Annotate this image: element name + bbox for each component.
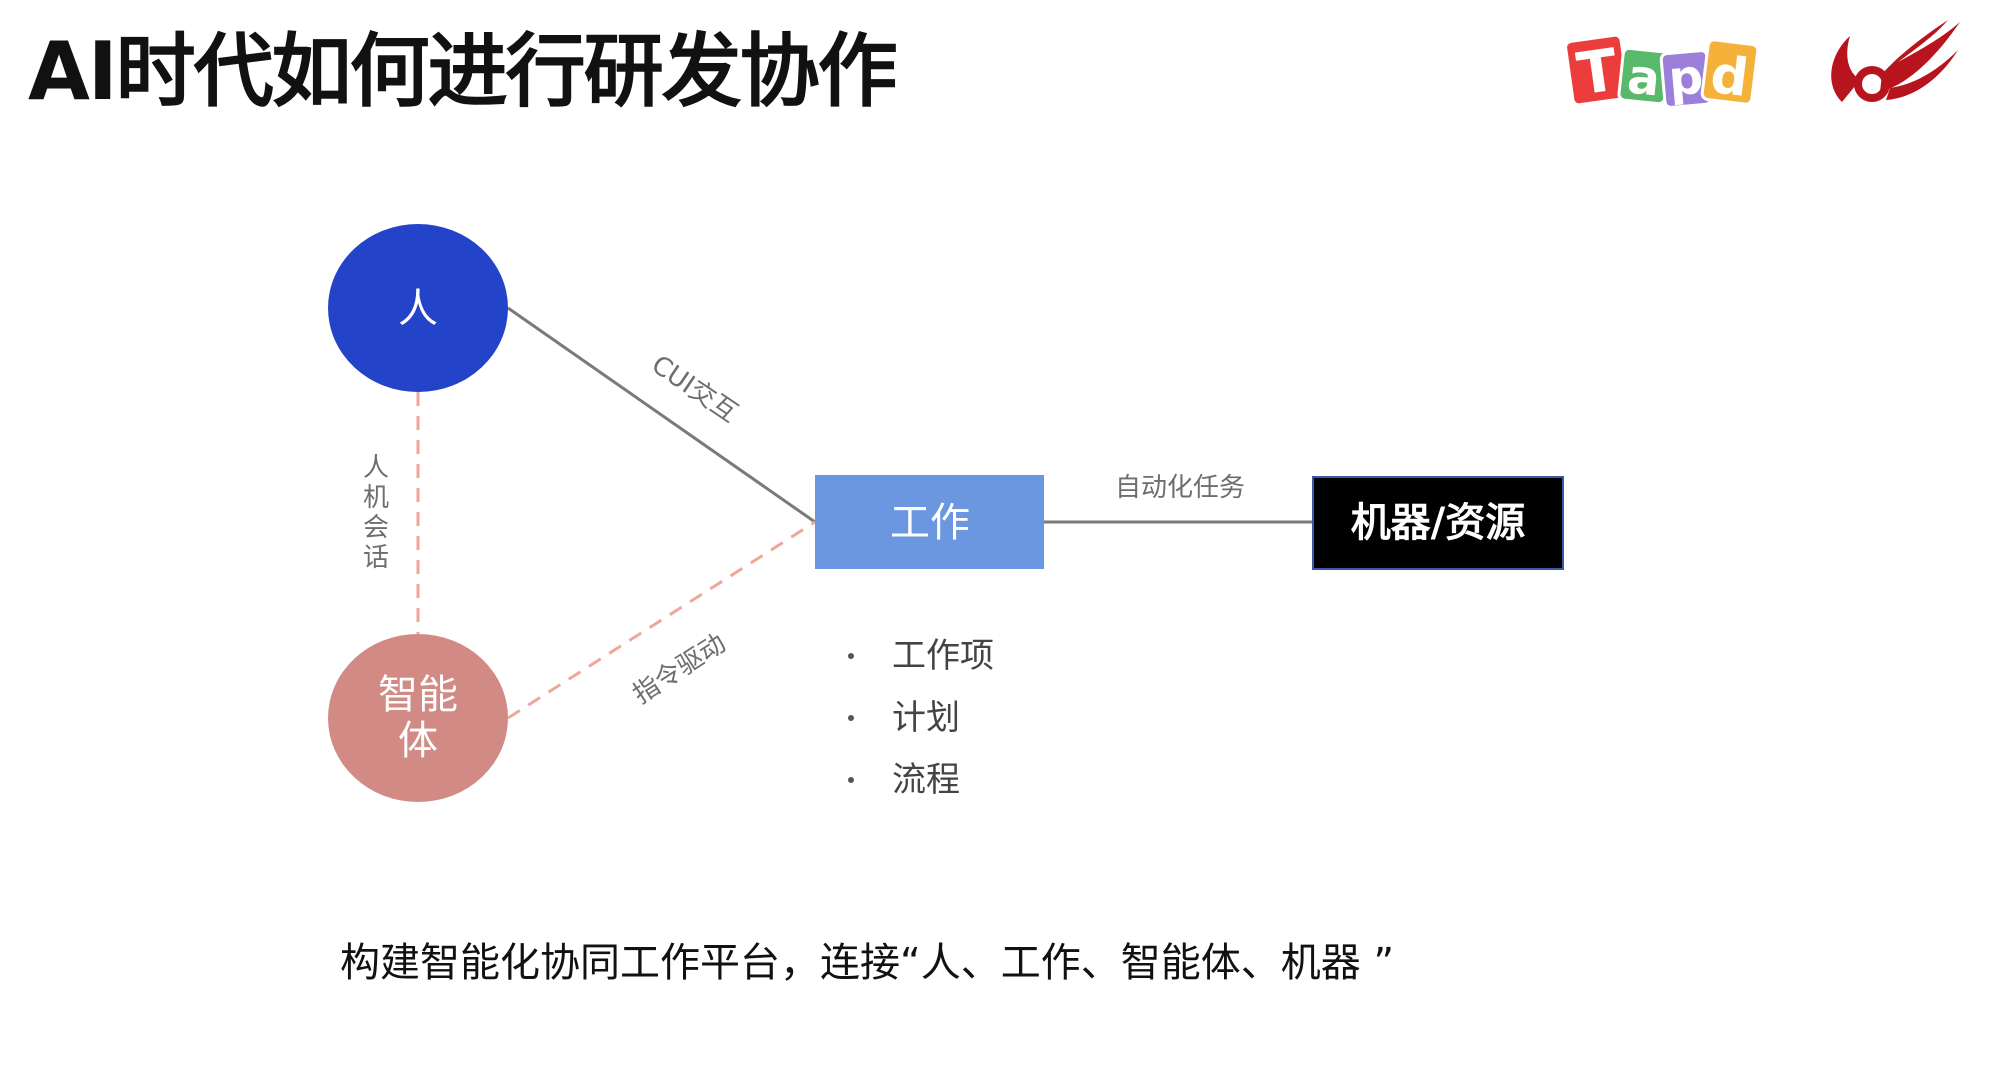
svg-text:p: p xyxy=(1666,49,1705,108)
edge-label-automation: 自动化任务 xyxy=(1115,473,1245,503)
node-machine[interactable]: 机器/资源 xyxy=(1312,476,1564,570)
slide-title: AI时代如何进行研发协作 xyxy=(28,25,898,118)
edge-label-chat: 人 机 会 话 xyxy=(363,453,389,573)
node-agent-label-line2: 体 xyxy=(398,718,438,764)
slide-footer: 构建智能化协同工作平台，连接“人、工作、智能体、机器 ” xyxy=(340,940,1395,986)
node-work[interactable]: 工作 xyxy=(815,475,1044,569)
tapd-logo: T a p d xyxy=(1565,33,1760,109)
edge-label-chat-char-4: 话 xyxy=(363,543,389,573)
edge-agent-work xyxy=(507,520,816,720)
node-agent-label-line1: 智能 xyxy=(378,672,458,718)
svg-text:a: a xyxy=(1625,48,1663,107)
svg-text:T: T xyxy=(1573,35,1622,108)
tapd-letter-p: p xyxy=(1659,49,1713,109)
node-person[interactable]: 人 xyxy=(328,224,508,392)
node-agent[interactable]: 智能 体 xyxy=(328,634,508,802)
svg-text:d: d xyxy=(1707,45,1751,109)
tapd-letter-d: d xyxy=(1700,38,1760,109)
edge-label-chat-char-1: 人 xyxy=(363,453,389,483)
flame-left-petal-icon xyxy=(1831,36,1860,102)
node-work-label: 工作 xyxy=(890,500,970,546)
flame-lower-ribbon-icon xyxy=(1886,50,1958,100)
work-item: 流程 xyxy=(838,749,994,811)
edge-person-work xyxy=(507,306,816,524)
flame-ribbon-logo xyxy=(1831,20,1960,102)
work-item: 工作项 xyxy=(838,625,994,687)
work-items-list: 工作项 计划 流程 xyxy=(838,625,994,811)
work-item: 计划 xyxy=(838,687,994,749)
edge-label-chat-char-3: 会 xyxy=(363,513,389,543)
node-machine-label: 机器/资源 xyxy=(1351,500,1526,546)
edge-label-chat-char-2: 机 xyxy=(363,483,389,513)
edge-label-cui: CUI交互 xyxy=(646,350,743,429)
flame-ribbon-icon xyxy=(1880,20,1960,92)
node-person-label: 人 xyxy=(398,286,438,332)
edge-label-command: 指令驱动 xyxy=(628,628,732,710)
